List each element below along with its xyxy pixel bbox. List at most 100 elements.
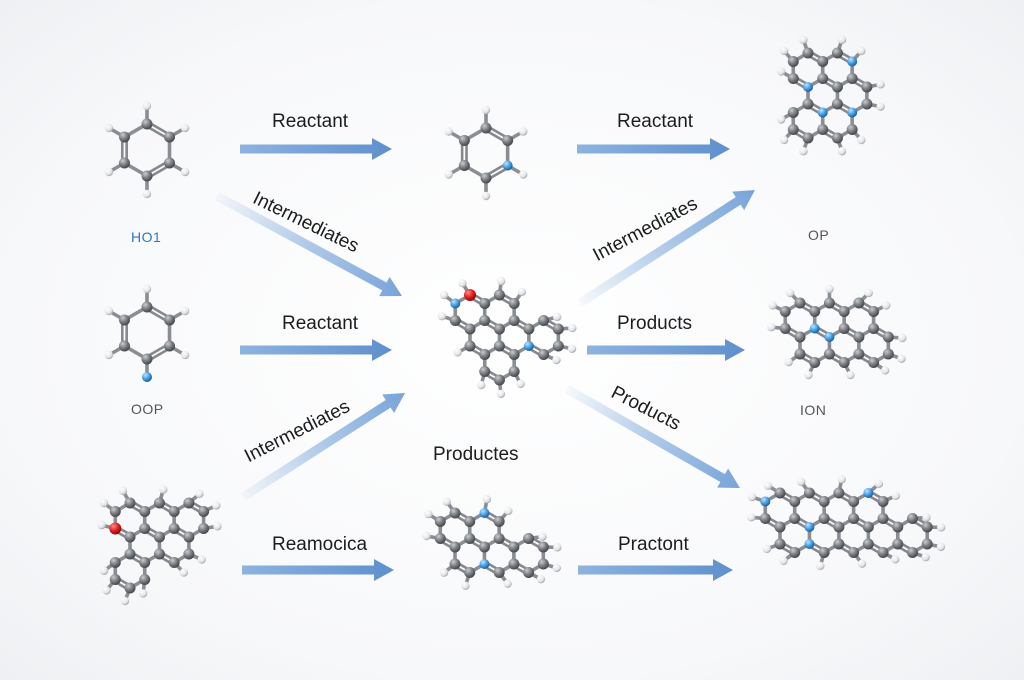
carbon-atom: [877, 513, 889, 524]
hydrogen-atom: [213, 522, 222, 531]
carbon-atom: [831, 132, 843, 144]
hydrogen-atom: [552, 355, 561, 365]
carbon-atom: [478, 541, 490, 553]
carbon-atom: [168, 523, 180, 534]
nitrogen-atom: [847, 107, 858, 118]
hydrogen-atom: [857, 135, 866, 145]
carbon-atom: [523, 323, 535, 335]
carbon-atom: [480, 122, 492, 134]
carbon-atom: [779, 323, 791, 334]
hydrogen-atom: [846, 370, 855, 380]
hydrogen-atom: [142, 101, 152, 111]
hydrogen-atom: [536, 574, 546, 584]
carbon-atom: [464, 533, 476, 544]
carbon-atom: [538, 315, 550, 326]
carbon-atom: [141, 170, 153, 182]
hydrogen-atom: [99, 498, 109, 508]
hydrogen-atom: [442, 497, 451, 506]
hydrogen-atom: [180, 167, 190, 177]
carbon-atom: [118, 314, 130, 326]
hydrogen-atom: [180, 123, 190, 133]
hydrogen-atom: [921, 552, 930, 562]
hydrogen-atom: [837, 35, 847, 44]
molecules-layer: [97, 35, 946, 606]
carbon-atom: [862, 521, 874, 533]
carbon-atom: [817, 73, 829, 84]
carbon-atom: [802, 132, 814, 144]
carbon-atom: [124, 548, 136, 560]
carbon-atom: [794, 297, 806, 309]
hydrogen-atom: [444, 170, 453, 179]
reactant-cluster-bottom-left: [97, 485, 222, 606]
pyridine-molecule: [444, 105, 528, 201]
nitrogen-atom: [863, 488, 874, 498]
hydrogen-atom: [180, 350, 190, 360]
hydrogen-atom: [568, 323, 577, 333]
carbon-atom: [479, 366, 491, 377]
carbon-atom: [168, 506, 180, 517]
hydrogen-atom: [891, 491, 901, 500]
carbon-atom: [153, 497, 165, 509]
carbon-atom: [109, 574, 121, 585]
hydrogen-atom: [837, 475, 846, 484]
arrow-reactant-3: [240, 339, 392, 361]
hydrogen-atom: [776, 67, 786, 76]
carbon-atom: [892, 521, 904, 533]
carbon-atom: [139, 506, 151, 517]
nitrogen-atom: [450, 298, 461, 309]
hydrogen-atom: [519, 127, 528, 136]
carbon-atom: [164, 157, 176, 169]
carbon-atom: [789, 547, 801, 558]
carbon-atom: [552, 323, 564, 335]
carbon-atom: [109, 506, 121, 517]
arrow-reactant-5: [578, 559, 733, 581]
product-cluster-middle-right: [767, 284, 907, 380]
hydrogen-atom: [104, 306, 114, 316]
carbon-atom: [183, 497, 195, 509]
hydrogen-atom: [816, 561, 825, 571]
hydrogen-atom: [763, 481, 773, 491]
nitrogen-atom: [803, 82, 813, 92]
carbon-atom: [537, 558, 549, 570]
nitrogen-atom: [847, 56, 858, 67]
carbon-atom: [523, 533, 535, 544]
carbon-atom: [164, 314, 176, 326]
carbon-atom: [877, 496, 889, 507]
carbon-atom: [449, 507, 461, 519]
hydrogen-atom: [784, 357, 793, 367]
carbon-atom: [794, 348, 806, 360]
hydrogen-atom: [768, 301, 777, 310]
hydrogen-atom: [825, 284, 834, 294]
nitrogen-atom: [502, 160, 513, 171]
hydrogen-atom: [876, 80, 885, 89]
carbon-atom: [907, 513, 919, 524]
carbon-atom: [493, 533, 505, 544]
caption-molecule-3: OP: [808, 227, 830, 243]
carbon-atom: [458, 135, 470, 146]
nitrogen-atom: [817, 107, 828, 118]
carbon-atom: [794, 331, 806, 343]
caption-molecule-2: OOP: [131, 401, 164, 417]
carbon-atom: [183, 548, 195, 560]
hydrogen-atom: [857, 559, 867, 568]
arrow-reactant-2: [577, 138, 730, 160]
carbon-atom: [124, 497, 136, 509]
hydrogen-atom: [481, 191, 491, 201]
carbon-atom: [848, 496, 860, 507]
hydrogen-atom: [102, 586, 111, 595]
label-reactant-1: Reactant: [272, 111, 349, 132]
carbon-atom: [434, 516, 446, 527]
carbon-atom: [789, 513, 801, 524]
hydrogen-atom: [197, 555, 206, 564]
hydrogen-atom: [481, 105, 491, 115]
carbon-atom: [833, 538, 845, 550]
carbon-atom: [118, 131, 130, 143]
hydrogen-atom: [804, 370, 813, 380]
hydrogen-atom: [881, 366, 890, 375]
carbon-atom: [868, 323, 880, 334]
hydrogen-atom: [936, 542, 946, 552]
carbon-atom: [787, 56, 799, 67]
hydrogen-atom: [874, 479, 884, 489]
oxygen-atom: [464, 289, 476, 301]
hydrogen-atom: [424, 509, 433, 519]
